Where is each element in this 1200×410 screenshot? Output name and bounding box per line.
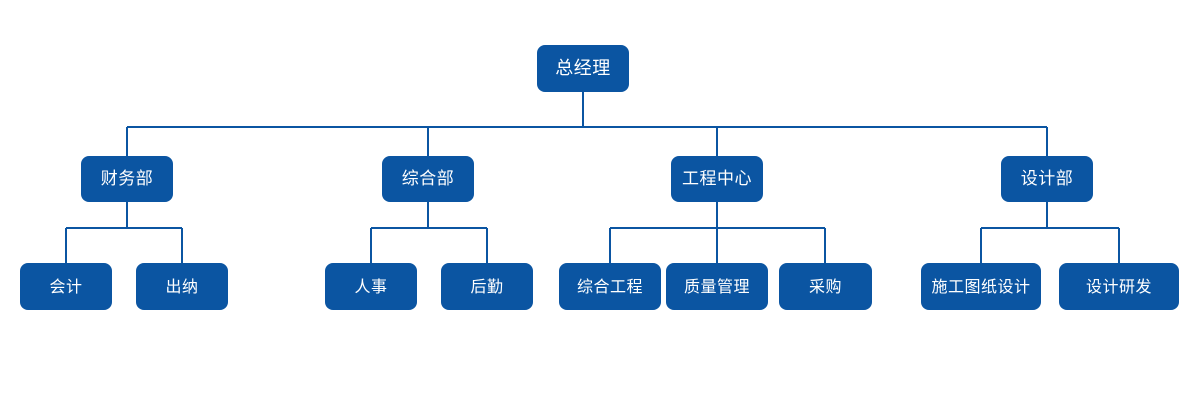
org-node-engineering[interactable]: 工程中心	[671, 156, 763, 202]
org-node-label-design-rd: 设计研发	[1085, 276, 1152, 296]
org-node-label-procurement: 采购	[808, 276, 842, 296]
org-node-label-design: 设计部	[1020, 168, 1074, 189]
org-node-logistics[interactable]: 后勤	[441, 263, 533, 310]
org-node-label-accounting: 会计	[49, 276, 83, 296]
org-node-label-gm: 总经理	[555, 57, 611, 79]
org-node-label-comprehensive-eng: 综合工程	[576, 276, 643, 296]
org-node-label-hr: 人事	[354, 276, 388, 296]
org-node-design[interactable]: 设计部	[1001, 156, 1093, 202]
org-node-label-quality-mgmt: 质量管理	[683, 276, 750, 296]
org-node-construction-drawing[interactable]: 施工图纸设计	[921, 263, 1041, 310]
org-node-quality-mgmt[interactable]: 质量管理	[666, 263, 768, 310]
org-node-general[interactable]: 综合部	[382, 156, 474, 202]
org-node-procurement[interactable]: 采购	[779, 263, 872, 310]
org-node-label-logistics: 后勤	[470, 276, 504, 296]
org-node-cashier[interactable]: 出纳	[136, 263, 228, 310]
org-node-hr[interactable]: 人事	[325, 263, 417, 310]
org-node-label-general: 综合部	[401, 168, 455, 189]
org-node-label-cashier: 出纳	[165, 276, 199, 296]
org-node-label-finance: 财务部	[100, 168, 154, 189]
org-node-finance[interactable]: 财务部	[81, 156, 173, 202]
org-node-design-rd[interactable]: 设计研发	[1059, 263, 1179, 310]
org-node-label-construction-drawing: 施工图纸设计	[931, 276, 1031, 296]
org-node-gm[interactable]: 总经理	[537, 45, 629, 92]
org-node-label-engineering: 工程中心	[682, 168, 752, 189]
org-node-comprehensive-eng[interactable]: 综合工程	[559, 263, 661, 310]
org-node-accounting[interactable]: 会计	[20, 263, 112, 310]
